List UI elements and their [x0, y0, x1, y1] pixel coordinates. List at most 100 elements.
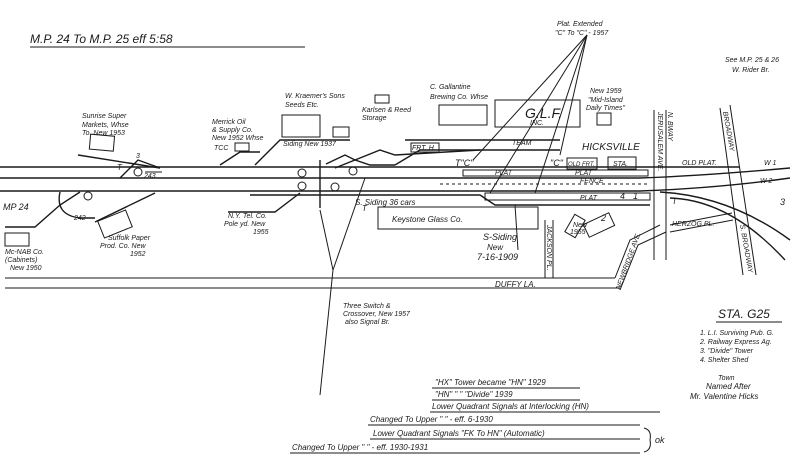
legend-title: STA. G25	[718, 307, 770, 321]
diagram-label: 242	[73, 215, 86, 222]
diagram-label: Karlsen & Reed	[362, 107, 412, 114]
diagram-label: 243	[143, 173, 156, 180]
diagram-label: New 1952 Whse	[212, 135, 263, 142]
diagram-label: See M.P. 25 & 26	[725, 57, 779, 64]
diagram-stroke	[559, 34, 588, 156]
diagram-label: T	[117, 163, 123, 172]
diagram-label: JERUSALEM AVE.	[656, 111, 663, 171]
diagram-stroke	[669, 197, 786, 261]
diagram-label: Lower Quadrant Signals "FK To HN" (Autom…	[373, 429, 545, 438]
diagram-stroke	[374, 94, 390, 104]
diagram-stroke	[410, 142, 440, 153]
diagram-label: "C" To "C" - 1957	[555, 30, 609, 37]
diagram-label: STA.	[613, 161, 628, 168]
diagram-stroke	[88, 133, 116, 152]
diagram-label: Crossover, New 1957	[343, 311, 411, 318]
diagram-label: Suffolk Paper	[108, 235, 151, 242]
diagram-stroke	[5, 191, 81, 228]
diagram-label: Changed To Upper " " - eff. 6-1930	[370, 415, 493, 424]
diagram-label: Town	[718, 375, 735, 382]
diagram-label: S-Siding	[483, 232, 517, 242]
old-freight-label: OLD FRT.	[568, 162, 595, 168]
diagram-label: To. New 1953	[82, 130, 125, 137]
diagram-label: NEWBRIDGE AVE.	[615, 231, 642, 290]
diagram-label: 1. L.I. Surviving Pub. G.	[700, 330, 774, 337]
diagram-label: Sunrise Super	[82, 113, 127, 120]
diagram-stroke	[77, 154, 161, 169]
diagram-label: Brewing Co. Whse	[430, 94, 488, 101]
diagram-label: W 2	[760, 178, 773, 185]
diagram-stroke	[281, 114, 321, 138]
diagram-stroke	[582, 212, 616, 238]
diagram-label: & Supply Co.	[212, 127, 253, 134]
diagram-label: Mr. Valentine Hicks	[690, 392, 758, 401]
diagram-stroke	[719, 107, 744, 276]
platform-south	[484, 192, 651, 201]
diagram-label: Plat. Extended	[557, 21, 604, 28]
diagram-stroke	[119, 159, 161, 179]
diagram-label: also Signal Br.	[345, 319, 390, 326]
diagram-label: Storage	[362, 115, 387, 122]
plat-extended-arrows	[472, 34, 588, 251]
diagram-stroke	[494, 99, 581, 128]
diagram-label: Pole yd. New	[224, 221, 266, 228]
diagram-label: T	[672, 197, 678, 206]
keystone-building	[377, 206, 539, 230]
diagram-label: "C"	[550, 158, 564, 168]
diagram-stroke	[234, 142, 250, 152]
diagram-stroke	[133, 167, 143, 177]
diagram-stroke	[332, 126, 350, 138]
diagram-stroke	[228, 192, 301, 213]
diagram-label: N.Y. Tel. Co.	[228, 213, 267, 220]
diagram-label: New	[487, 243, 504, 252]
diagram-label: Seeds Etc.	[285, 102, 319, 109]
diagram-stroke	[659, 191, 791, 241]
diagram-label: New 1950	[10, 265, 42, 272]
diagram-label: Merrick Oil	[212, 119, 246, 126]
diagram-stroke	[669, 219, 734, 233]
diagram-stroke	[438, 104, 488, 126]
diagram-label: "Mid-Island	[588, 97, 624, 104]
diagram-label: Lower Quadrant Signals at Interlocking (…	[432, 402, 589, 411]
diagram-stroke	[614, 224, 661, 279]
diagram-stroke	[334, 159, 395, 169]
diagram-label: (Cabinets)	[5, 257, 37, 264]
diagram-label: PLAT	[495, 170, 513, 177]
diagram-stroke	[319, 209, 334, 271]
diagram-label: T	[362, 204, 368, 213]
diagram-label: 1955	[253, 229, 269, 236]
diagram-stroke	[83, 191, 93, 201]
diagram-label: 4. Shelter Shed	[700, 357, 749, 364]
diagram-label: N. BWAY	[666, 112, 673, 142]
diagram-label: Siding New 1937	[283, 141, 337, 148]
diagram-label: Named After	[706, 382, 751, 391]
station-building	[607, 156, 637, 170]
diagram-label: 2	[600, 213, 606, 223]
buildings	[4, 94, 651, 247]
diagram-label: FRT. H.	[412, 145, 436, 152]
diagram-label: W. Kraemer's Sons	[285, 93, 345, 100]
diagram-label: OLD PLAT.	[682, 160, 717, 167]
diagram-label: Daily Times"	[586, 105, 625, 112]
diagram-label: FENCE	[580, 178, 604, 185]
diagram-stroke	[4, 232, 30, 247]
diagram-label: 3. "Divide" Tower	[700, 348, 754, 355]
diagram-label: New 1959	[590, 88, 622, 95]
diagram-label: Prod. Co. New	[100, 243, 146, 250]
diagram-label: Mc-NAB Co.	[5, 249, 44, 256]
diagram-stroke	[319, 269, 334, 396]
diagram-stroke	[643, 427, 651, 453]
diagram-label: PLAT	[575, 170, 593, 177]
diagram-label: PLAT	[580, 195, 598, 202]
diagram-stroke	[254, 139, 350, 166]
diagram-stroke	[394, 149, 560, 166]
diagram-stroke	[534, 34, 588, 194]
streets	[5, 104, 757, 291]
diagram-stroke	[332, 177, 366, 271]
diagram-label: 1955	[570, 229, 586, 236]
diagram-label: C. Gallantine	[430, 84, 471, 91]
diagram-label: "HN" " " "Divide" 1939	[435, 390, 513, 399]
diagram-stroke	[639, 177, 791, 192]
hicksville-label: HICKSVILLE	[582, 142, 640, 153]
